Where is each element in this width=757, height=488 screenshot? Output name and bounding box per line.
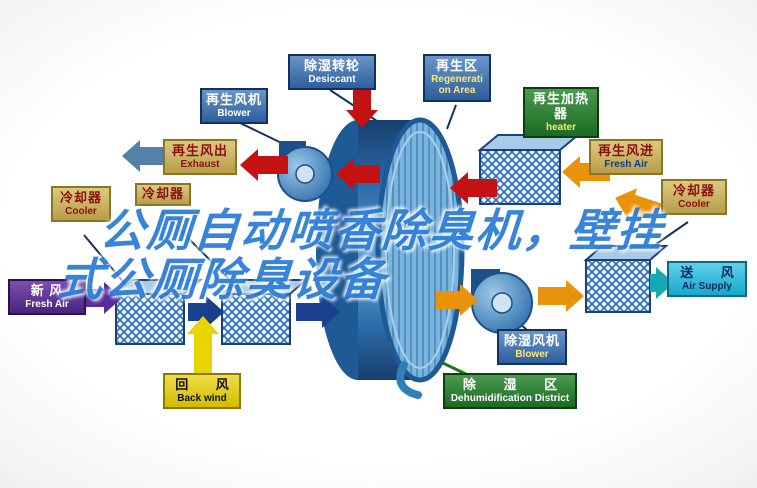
label-dehumid-blower: 除湿风机 Blower <box>497 329 567 366</box>
supply-fan-hub <box>491 292 513 314</box>
label-dehumidification-district-en: Dehumidification District <box>450 392 570 404</box>
label-fresh-air-zh: 新 风 <box>30 283 64 298</box>
connector-cooler-mid <box>161 211 239 289</box>
label-air-supply: 送 风 Air Supply <box>667 261 747 298</box>
label-exhaust: 再生风出 Exhaust <box>163 139 237 176</box>
connector-cooler-left <box>83 234 131 291</box>
label-fresh-air-en: Fresh Air <box>25 298 69 310</box>
label-back-wind-en: Back wind <box>177 392 227 404</box>
watermark-line2: 式公厕除臭设备 <box>55 254 389 305</box>
label-back-wind: 回 风 Back wind <box>163 373 241 410</box>
desiccant-wheel <box>316 117 465 399</box>
connector-regeneration-area <box>446 104 457 130</box>
arrow-cooler-to-heater <box>615 188 662 221</box>
label-cooler-right-zh: 冷却器 <box>672 183 715 198</box>
arrow-fan-to-hx3 <box>538 280 584 312</box>
label-back-wind-zh: 回 风 <box>175 377 241 392</box>
label-dehumidification-district-zh: 除 湿 区 <box>462 377 570 392</box>
heater-box <box>477 134 581 205</box>
wheel-foot <box>396 361 422 399</box>
label-cooler-left-en: Cooler <box>65 205 97 217</box>
heat-exchanger-left-1 <box>113 279 203 345</box>
heat-exchanger-left-2 <box>219 279 309 345</box>
label-heater-en: heater <box>545 121 576 133</box>
arrow-wheel-to-fan <box>336 158 380 190</box>
label-regen-blower: 再生风机 Blower <box>200 88 268 125</box>
label-dehumid-blower-zh: 除湿风机 <box>503 333 560 348</box>
arrow-fan-to-exhaust <box>240 149 288 181</box>
label-air-supply-en: Air Supply <box>681 280 732 292</box>
label-desiccant-en: Desiccant <box>308 73 356 85</box>
label-cooler-mid-zh: 冷却器 <box>141 186 184 201</box>
arrow-wheel-to-supply-fan <box>436 284 478 316</box>
label-exhaust-zh: 再生风出 <box>171 143 228 158</box>
label-connectors <box>83 89 689 378</box>
label-fresh-air: 新 风 Fresh Air <box>8 279 86 316</box>
label-regen-air-in: 再生风进 Fresh Air <box>589 139 663 176</box>
label-cooler-right-en: Cooler <box>678 198 710 210</box>
label-regen-air-in-en: Fresh Air <box>604 158 648 170</box>
hx3-front <box>585 259 651 313</box>
label-desiccant-zh: 除湿转轮 <box>303 58 360 73</box>
label-cooler-left-zh: 冷却器 <box>59 190 102 205</box>
arrow-freshair-in <box>86 282 122 314</box>
label-air-supply-zh: 送 风 <box>680 265 746 280</box>
label-heater-zh: 再生加热器 <box>532 91 589 121</box>
arrow-heater-to-wheel <box>450 172 497 204</box>
label-regeneration-area-en: Regeneration Area <box>431 73 483 97</box>
arrow-desiccant-down <box>346 90 378 128</box>
label-regen-air-in-zh: 再生风进 <box>597 143 654 158</box>
label-regeneration-area: 再生区 Regeneration Area <box>423 54 491 102</box>
hx2-front <box>221 293 291 345</box>
hx1-front <box>115 293 185 345</box>
arrow-hx1-to-hx2 <box>188 296 224 328</box>
regen-fan-hub <box>295 164 315 184</box>
wheel-front-face <box>375 117 465 383</box>
regen-fan <box>277 141 333 202</box>
wheel-rim <box>385 131 455 369</box>
label-heater: 再生加热器 heater <box>523 87 599 139</box>
heat-exchanger-supply <box>583 245 669 313</box>
label-cooler-right: 冷却器 Cooler <box>661 179 727 216</box>
label-regen-blower-zh: 再生风机 <box>206 92 263 107</box>
label-cooler-mid: 冷却器 <box>135 183 191 206</box>
label-cooler-left: 冷却器 Cooler <box>51 186 111 223</box>
label-desiccant: 除湿转轮 Desiccant <box>288 54 376 91</box>
label-regeneration-area-zh: 再生区 <box>435 58 478 73</box>
label-regen-blower-en: Blower <box>217 107 251 119</box>
arrow-hx2-to-wheel <box>296 296 340 328</box>
arrow-return-air-up <box>187 316 219 376</box>
label-dehumid-blower-en: Blower <box>515 348 549 360</box>
arrow-exhaust-out <box>122 140 174 172</box>
label-exhaust-en: Exhaust <box>180 158 220 170</box>
supply-fan <box>471 269 533 334</box>
label-dehumidification-district: 除 湿 区 Dehumidification District <box>443 373 577 410</box>
arrow-to-air-supply <box>650 267 674 299</box>
